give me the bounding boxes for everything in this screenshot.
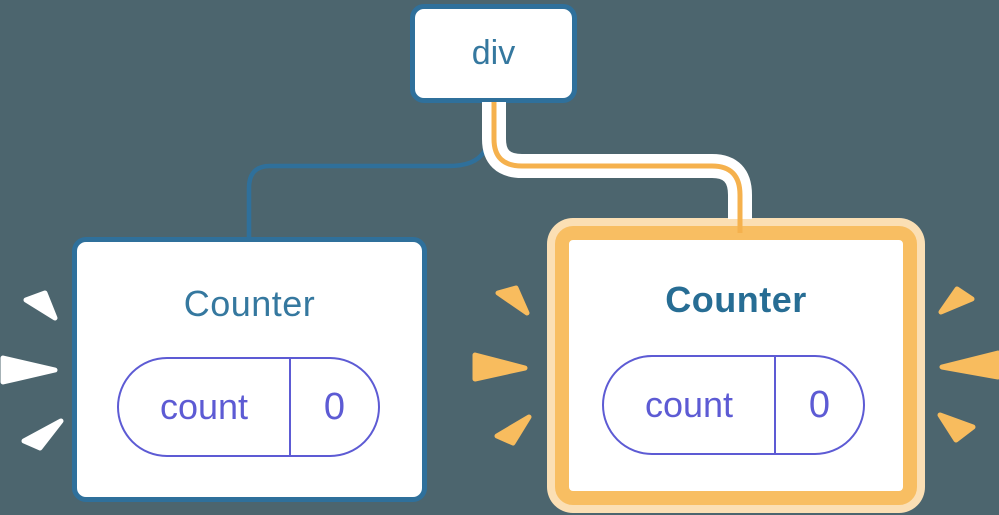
burst-group-right-box-left <box>472 285 532 446</box>
state-pill-right: count 0 <box>602 355 865 455</box>
root-node-label: div <box>471 34 516 72</box>
burst-mark-icon <box>494 414 532 446</box>
root-node: div <box>410 4 577 103</box>
counter-node-right: Counter count 0 <box>555 226 917 505</box>
burst-mark-icon <box>0 355 58 385</box>
burst-mark-icon <box>937 412 976 443</box>
edge-root-to-left-counter <box>246 107 495 239</box>
state-label-right: count <box>644 384 734 425</box>
state-value-right: 0 <box>774 357 863 453</box>
counter-node-left: Counter count 0 <box>72 237 427 502</box>
burst-mark-icon <box>21 418 64 451</box>
burst-mark-icon <box>939 350 999 380</box>
state-label-left: count <box>159 386 249 427</box>
state-value-left: 0 <box>289 359 378 455</box>
counter-title-right: Counter <box>665 279 807 320</box>
burst-group-left-white <box>0 290 64 451</box>
edge-root-to-right-counter-halo <box>482 102 752 219</box>
counter-title-left: Counter <box>183 283 316 324</box>
burst-mark-icon <box>495 285 530 316</box>
burst-mark-icon <box>938 286 975 315</box>
state-pill-left: count 0 <box>117 357 380 457</box>
burst-mark-icon <box>23 290 58 321</box>
burst-mark-icon <box>472 352 528 382</box>
burst-group-right-box-right <box>937 286 999 443</box>
edge-root-to-right-counter <box>491 102 743 233</box>
